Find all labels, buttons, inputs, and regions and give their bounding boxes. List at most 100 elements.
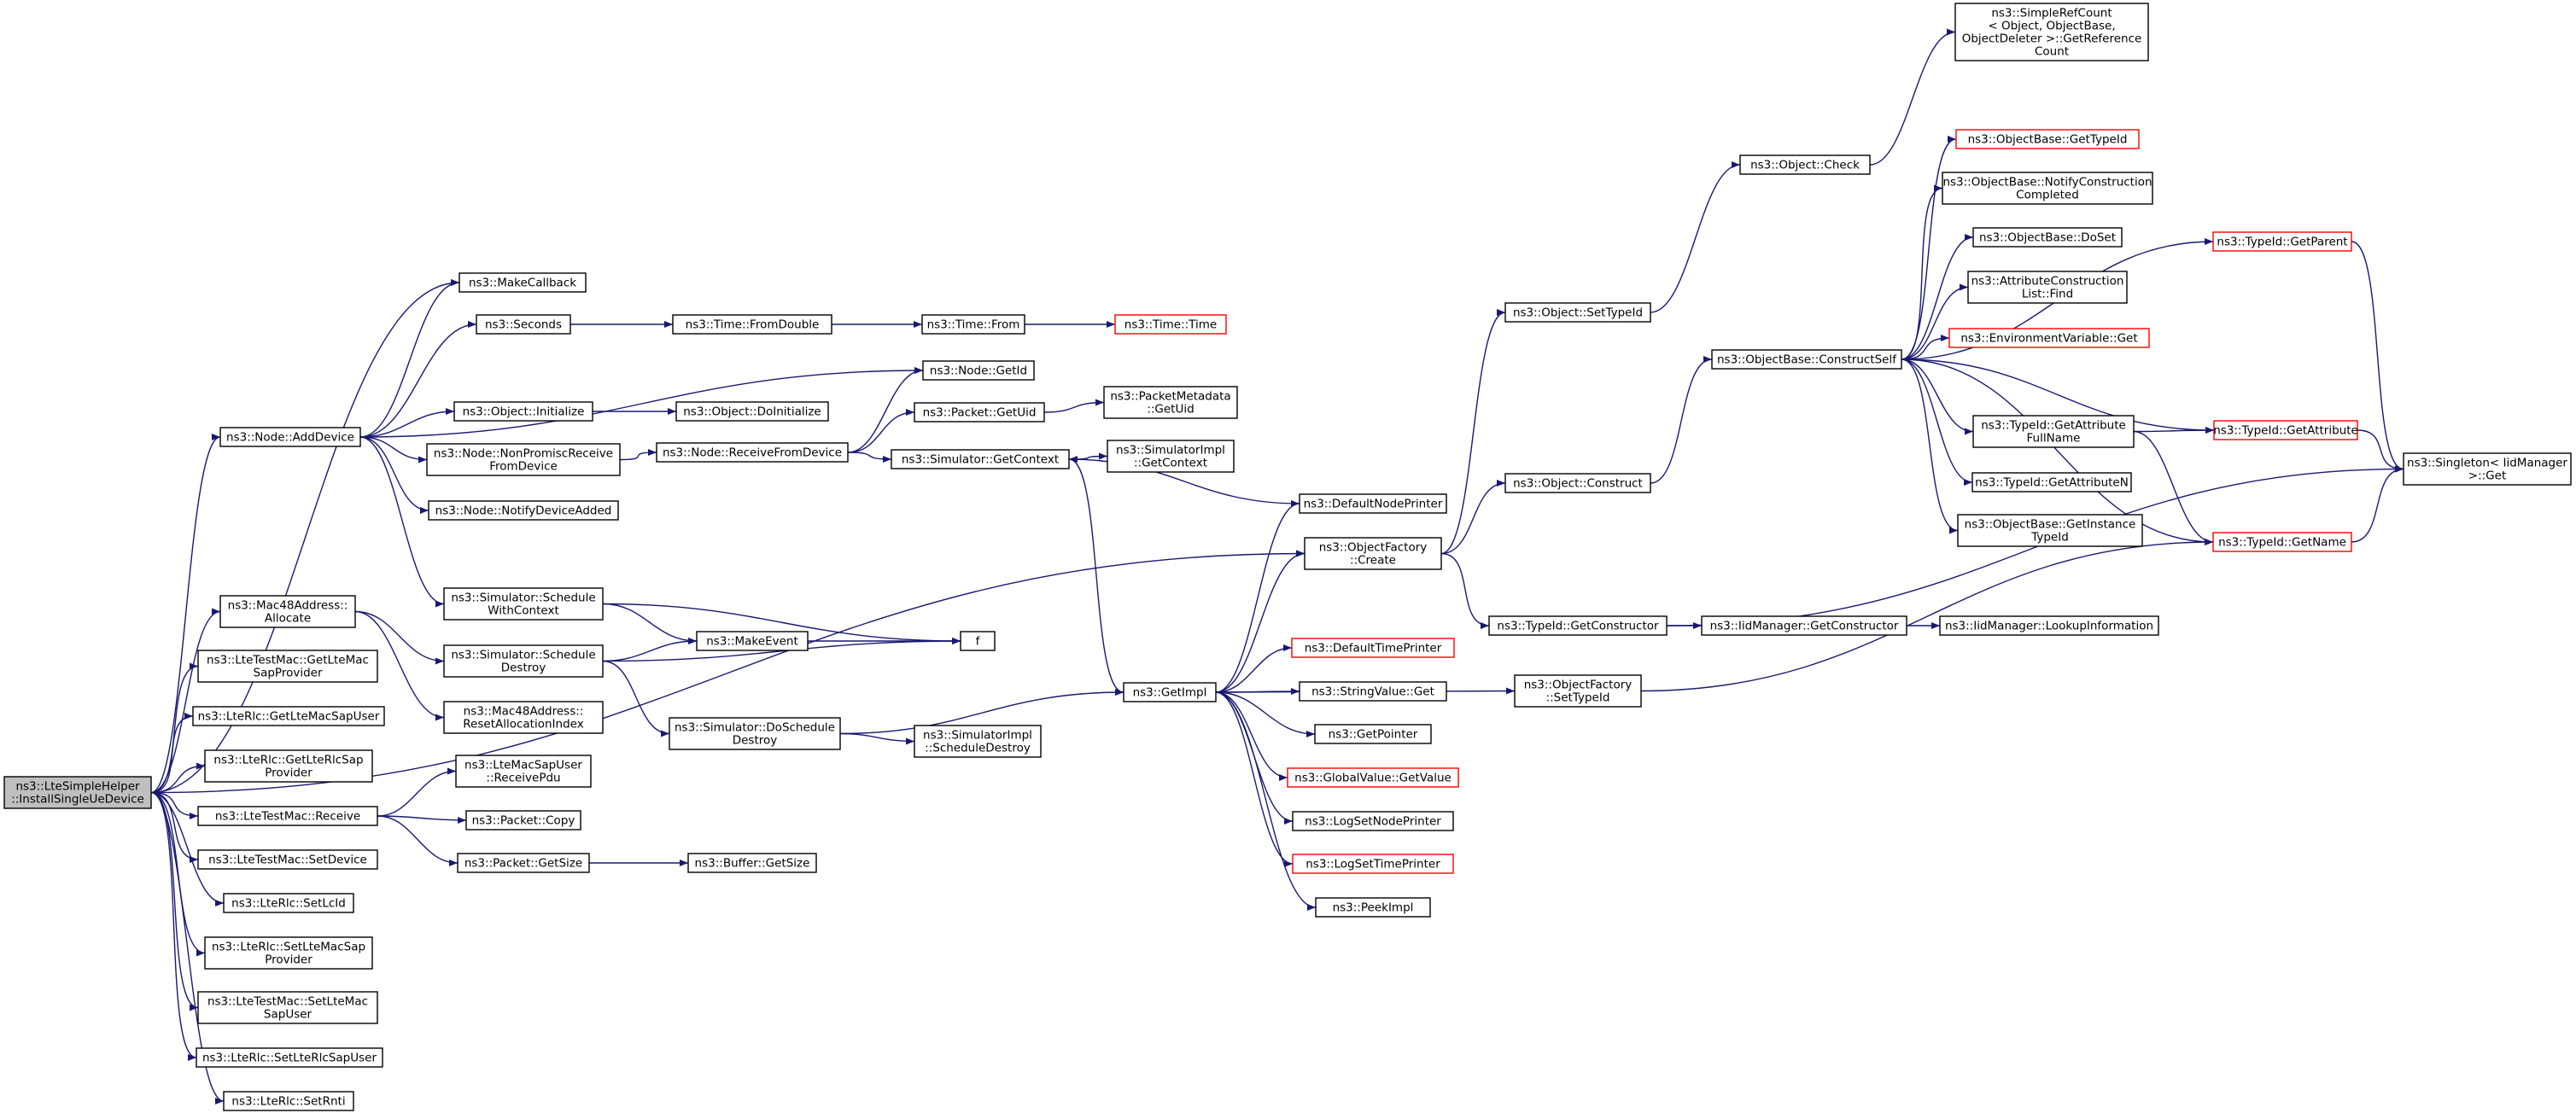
node-addDevice[interactable]: ns3::Node::AddDevice xyxy=(219,427,361,447)
call-edge-objFactoryCreate-to-objSetTypeId xyxy=(1440,309,1506,555)
node-macAllocate[interactable]: ns3::Mac48Address::Allocate xyxy=(219,595,356,628)
node-objCheck[interactable]: ns3::Object::Check xyxy=(1739,154,1871,175)
node-timeFrom[interactable]: ns3::Time::From xyxy=(921,314,1025,335)
node-iidGetConstructor[interactable]: ns3::IidManager::GetConstructor xyxy=(1701,615,1907,636)
node-notifyDeviceAdded[interactable]: ns3::Node::NotifyDeviceAdded xyxy=(428,500,619,521)
node-box xyxy=(1291,638,1455,658)
node-constructSelf[interactable]: ns3::ObjectBase::ConstructSelf xyxy=(1711,349,1902,370)
node-defaultTimePrinter[interactable]: ns3::DefaultTimePrinter xyxy=(1291,638,1455,658)
call-edge-addDevice-to-objInitialize xyxy=(359,408,455,438)
node-box xyxy=(1971,472,2132,492)
call-edge-constructSelf-to-envVarGet xyxy=(1901,335,1950,360)
node-setDevice[interactable]: ns3::LteTestMac::SetDevice xyxy=(197,849,378,870)
node-setLteRlcSapUser[interactable]: ns3::LteRlc::SetLteRlcSapUser xyxy=(196,1047,383,1068)
node-getAttributeN[interactable]: ns3::TypeId::GetAttributeN xyxy=(1971,472,2132,492)
node-getImpl[interactable]: ns3::GetImpl xyxy=(1123,682,1217,702)
node-simImplGetContext[interactable]: ns3::SimulatorImpl::GetContext xyxy=(1107,440,1235,473)
node-seconds[interactable]: ns3::Seconds xyxy=(476,314,571,335)
node-getPointer[interactable]: ns3::GetPointer xyxy=(1314,724,1432,744)
node-box xyxy=(1114,314,1227,335)
node-box xyxy=(1954,3,2149,61)
node-typeIdGetAttribute[interactable]: ns3::TypeId::GetAttribute xyxy=(2213,420,2358,440)
node-nodeGetId[interactable]: ns3::Node::GetId xyxy=(922,360,1035,381)
node-box xyxy=(443,644,604,678)
node-label: ns3::Time::Time xyxy=(1124,318,1217,332)
node-box xyxy=(2403,452,2572,486)
node-packetCopy[interactable]: ns3::Packet::Copy xyxy=(465,810,581,831)
node-receivePdu[interactable]: ns3::LteMacSapUser::ReceivePdu xyxy=(455,755,592,788)
node-setRnti[interactable]: ns3::LteRlc::SetRnti xyxy=(223,1091,354,1111)
node-stringValueGet[interactable]: ns3::StringValue::Get xyxy=(1299,681,1447,702)
call-edge-typeIdGetName-to-singletonGet xyxy=(2351,465,2404,543)
node-timeTime[interactable]: ns3::Time::Time xyxy=(1114,314,1227,335)
node-box xyxy=(204,749,373,783)
call-edge-scheduleDestroy-to-f xyxy=(602,638,961,662)
call-edge-objSetTypeId-to-objCheck xyxy=(1650,161,1741,313)
node-logSetTimePrinter[interactable]: ns3::LogSetTimePrinter xyxy=(1292,854,1454,874)
node-objFactorySetTypeId[interactable]: ns3::ObjectFactory::SetTypeId xyxy=(1514,674,1642,708)
node-objConstruct[interactable]: ns3::Object::Construct xyxy=(1504,473,1651,493)
node-receiveFromDevice[interactable]: ns3::Node::ReceiveFromDevice xyxy=(656,442,849,463)
call-edge-constructSelf-to-getAttrFullName xyxy=(1901,358,1974,435)
node-objSetTypeId[interactable]: ns3::Object::SetTypeId xyxy=(1504,302,1651,323)
node-scheduleDestroy[interactable]: ns3::Simulator::ScheduleDestroy xyxy=(443,644,604,678)
node-receive[interactable]: ns3::LteTestMac::Receive xyxy=(197,806,378,826)
node-typeIdGetConstructor[interactable]: ns3::TypeId::GetConstructor xyxy=(1488,615,1668,636)
node-box xyxy=(204,936,373,970)
node-box xyxy=(1299,493,1447,514)
node-makeEvent[interactable]: ns3::MakeEvent xyxy=(696,631,809,651)
node-simpleRefCount[interactable]: ns3::SimpleRefCount< Object, ObjectBase,… xyxy=(1954,3,2149,61)
node-doInitialize[interactable]: ns3::Object::DoInitialize xyxy=(675,401,829,422)
node-notifyConstruction[interactable]: ns3::ObjectBase::NotifyConstructionCompl… xyxy=(1942,172,2153,205)
node-objFactoryCreate[interactable]: ns3::ObjectFactory::Create xyxy=(1304,537,1442,570)
node-f[interactable]: f xyxy=(960,631,996,651)
node-label: ::GetUid xyxy=(1147,403,1194,417)
node-bufferGetSize[interactable]: ns3::Buffer::GetSize xyxy=(687,853,817,873)
node-root[interactable]: ns3::LteSimpleHelper::InstallSingleUeDev… xyxy=(3,776,152,809)
node-label: FullName xyxy=(2027,432,2081,446)
node-envVarGet[interactable]: ns3::EnvironmentVariable::Get xyxy=(1948,328,2150,348)
node-setLcId[interactable]: ns3::LteRlc::SetLcId xyxy=(223,893,354,913)
node-objBaseGetTypeId[interactable]: ns3::ObjectBase::GetTypeId xyxy=(1955,129,2140,149)
node-objInitialize[interactable]: ns3::Object::Initialize xyxy=(453,401,593,422)
node-typeIdGetName[interactable]: ns3::TypeId::GetName xyxy=(2212,532,2352,552)
node-singletonGet[interactable]: ns3::Singleton< IidManager >::Get xyxy=(2403,452,2572,486)
node-objBaseDoSet[interactable]: ns3::ObjectBase::DoSet xyxy=(1972,227,2123,248)
node-box xyxy=(1292,811,1454,831)
node-packetGetUid[interactable]: ns3::Packet::GetUid xyxy=(914,402,1045,423)
node-logSetNodePrinter[interactable]: ns3::LogSetNodePrinter xyxy=(1292,811,1454,831)
node-label: Allocate xyxy=(265,612,311,626)
node-packetGetSize[interactable]: ns3::Packet::GetSize xyxy=(457,853,590,873)
node-label: ns3::LteMacSapUser xyxy=(464,759,582,772)
node-box xyxy=(1948,328,2150,348)
node-timeFromDouble[interactable]: ns3::Time::FromDouble xyxy=(672,314,832,335)
node-box xyxy=(459,272,587,293)
node-simGetContext[interactable]: ns3::Simulator::GetContext xyxy=(891,449,1070,469)
node-lookupInformation[interactable]: ns3::IidManager::LookupInformation xyxy=(1939,615,2159,636)
node-packetMetadataGetUid[interactable]: ns3::PacketMetadata::GetUid xyxy=(1103,386,1238,419)
node-getLteMacSapUser[interactable]: ns3::LteRlc::GetLteMacSapUser xyxy=(192,706,385,726)
node-makeCallback[interactable]: ns3::MakeCallback xyxy=(459,272,587,293)
node-label: ns3::TypeId::GetParent xyxy=(2217,236,2347,249)
node-peekImpl[interactable]: ns3::PeekImpl xyxy=(1315,897,1431,918)
node-box xyxy=(1107,440,1235,473)
node-label: ns3::LteSimpleHelper xyxy=(15,780,140,794)
node-resetAllocIndex[interactable]: ns3::Mac48Address::ResetAllocationIndex xyxy=(443,701,604,734)
node-typeIdGetParent[interactable]: ns3::TypeId::GetParent xyxy=(2212,231,2352,252)
node-label: ns3::Packet::GetSize xyxy=(464,857,582,871)
node-simImplScheduleDestroy[interactable]: ns3::SimulatorImpl::ScheduleDestroy xyxy=(914,725,1042,758)
node-defaultNodePrinter[interactable]: ns3::DefaultNodePrinter xyxy=(1299,493,1447,514)
node-label: ns3::Packet::Copy xyxy=(472,814,575,828)
call-edge-getAttrFullName-to-typeIdGetAttribute xyxy=(2133,427,2215,434)
node-globalValueGetValue[interactable]: ns3::GlobalValue::GetValue xyxy=(1287,767,1459,788)
